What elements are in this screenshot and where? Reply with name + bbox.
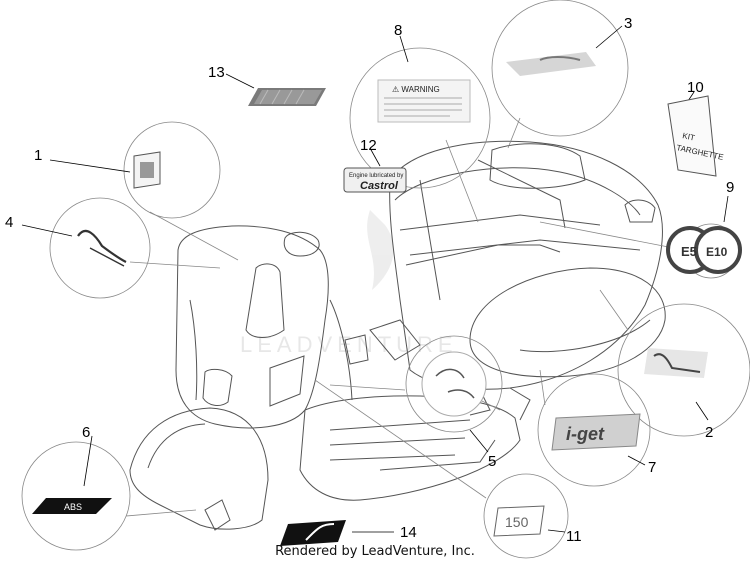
decal-1-square-badge bbox=[133, 151, 161, 189]
decal-7-iget-badge: i-get bbox=[551, 413, 641, 451]
decal-8-warning-label: ⚠ WARNING bbox=[377, 79, 471, 123]
callout-7: 7 bbox=[648, 459, 656, 476]
callout-2: 2 bbox=[705, 424, 713, 441]
callout-10: 10 bbox=[687, 79, 704, 96]
e5-label: E5 bbox=[681, 244, 697, 259]
kit-label: KIT bbox=[682, 131, 696, 142]
castrol-brand-text: Castrol bbox=[360, 180, 399, 192]
callout-11: 11 bbox=[566, 528, 582, 545]
e10-label: E10 bbox=[706, 245, 728, 259]
callout-8: 8 bbox=[394, 22, 402, 39]
decal-3-emblem bbox=[506, 52, 596, 76]
footer-credit: Rendered by LeadVenture, Inc. bbox=[275, 544, 475, 559]
decal-10-kit-pouch: KIT TARGHETTE bbox=[667, 95, 724, 177]
decal-12-castrol: Engine lubricated by Castrol bbox=[343, 167, 407, 193]
callout-13: 13 bbox=[208, 64, 225, 81]
warning-label-title: ⚠ WARNING bbox=[392, 85, 440, 94]
decal-11-150-badge: 150 bbox=[493, 505, 545, 537]
callout-9: 9 bbox=[726, 179, 734, 196]
callout-5: 5 bbox=[488, 453, 496, 470]
callout-6: 6 bbox=[82, 424, 90, 441]
leadventure-watermark: LEADVENTURE bbox=[240, 210, 453, 357]
callout-3: 3 bbox=[624, 15, 632, 32]
decal-2-vespa-side bbox=[644, 348, 708, 378]
castrol-top-text: Engine lubricated by bbox=[349, 173, 403, 179]
decal-9-fuel-labels: E5 E10 bbox=[666, 226, 742, 274]
decal-5-round-badge bbox=[421, 351, 487, 417]
callout-4: 4 bbox=[5, 214, 13, 231]
callout-14: 14 bbox=[400, 524, 417, 541]
callout-1: 1 bbox=[34, 147, 42, 164]
decal-6-abs: ABS bbox=[32, 498, 112, 514]
decal-14-s-badge bbox=[280, 520, 346, 546]
decal-13-stripe bbox=[248, 88, 326, 106]
abs-text: ABS bbox=[64, 502, 82, 512]
badge-150-text: 150 bbox=[505, 514, 529, 530]
callout-numbers: 1 2 3 4 5 6 7 8 9 10 11 12 13 14 bbox=[5, 15, 734, 545]
callout-12: 12 bbox=[360, 137, 377, 154]
scooter-outline bbox=[129, 140, 666, 531]
iget-text: i-get bbox=[566, 424, 605, 444]
decal-4-vespa-script bbox=[77, 229, 127, 267]
